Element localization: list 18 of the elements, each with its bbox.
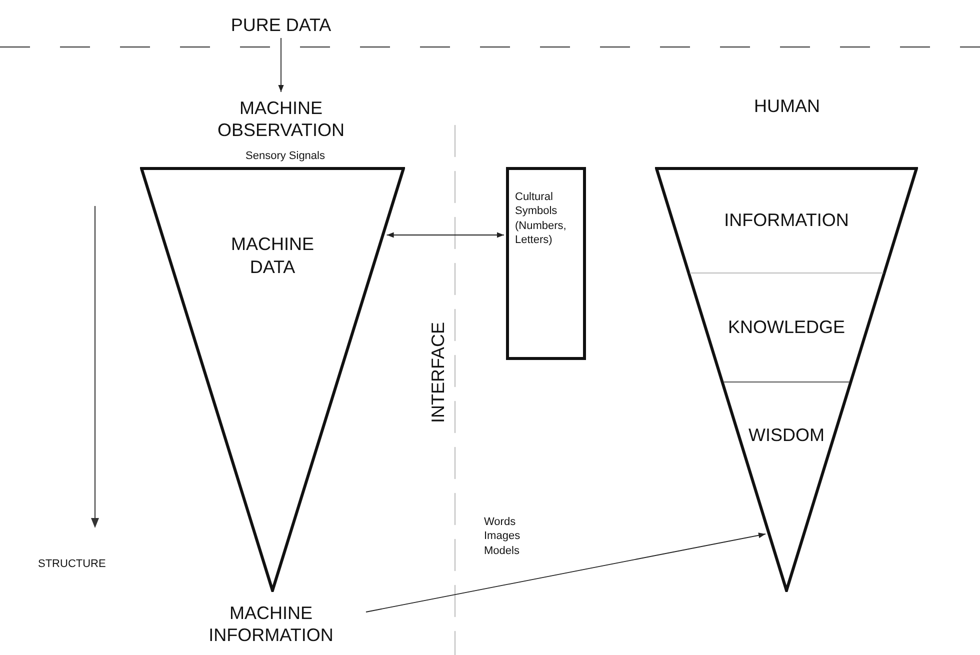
node-label: Sensory Signals [246, 150, 325, 162]
column-heading: HUMAN [754, 96, 820, 117]
node-label: PURE DATA [230, 14, 332, 36]
process-box [506, 167, 586, 360]
arrow [366, 532, 766, 612]
node-label: MACHINE OBSERVATION [216, 96, 346, 142]
node-label: MACHINE INFORMATION [208, 602, 334, 646]
arrow [386, 232, 504, 238]
node-text: INFORMATION [724, 208, 849, 232]
inverted-triangle [140, 167, 405, 592]
node-text: KNOWLEDGE [728, 316, 846, 339]
arrow [278, 38, 284, 92]
node-text: MACHINE DATA [230, 233, 315, 278]
axis-label: STRUCTURE [38, 558, 106, 570]
node-text: WISDOM [748, 424, 824, 446]
inverted-triangle [655, 167, 918, 592]
vertical-label: INTERFACE [428, 322, 449, 423]
box-text: Cultural Symbols (Numbers, Letters) [515, 190, 568, 248]
